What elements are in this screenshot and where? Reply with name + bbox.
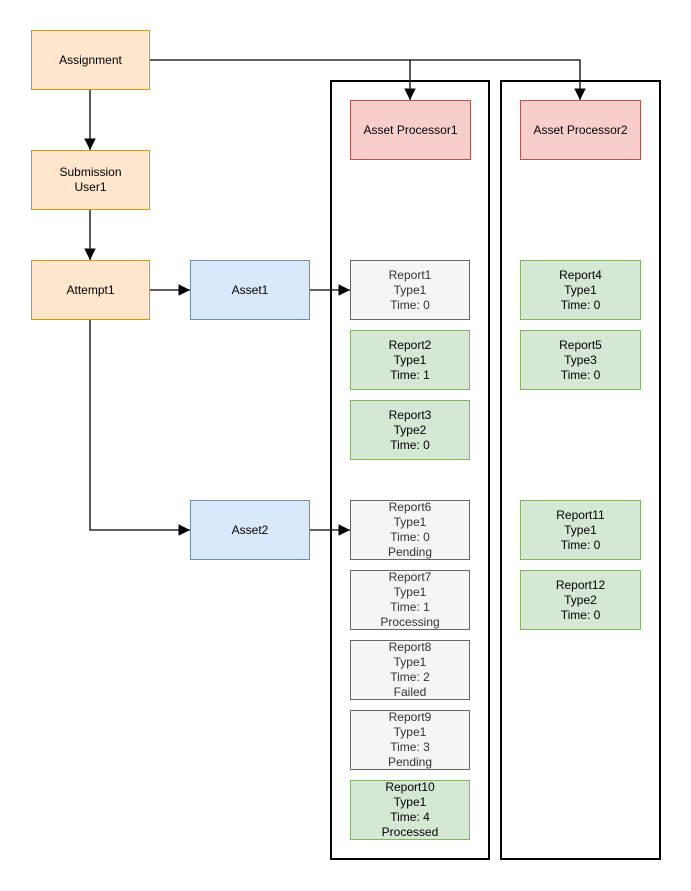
report-name: Report4 — [559, 267, 602, 282]
report-name: Report6 — [388, 500, 432, 514]
report-time: Time: 4 — [390, 810, 430, 824]
report-box-report5[interactable]: Report5 Type3 Time: 0 — [520, 330, 641, 390]
report-box-report2[interactable]: Report2 Type1 Time: 1 — [350, 330, 470, 390]
node-label: Attempt1 — [66, 282, 115, 297]
report-status: Processing — [380, 615, 440, 629]
report-status: Processed — [381, 825, 439, 839]
report-box-report4[interactable]: Report4 Type1 Time: 0 — [520, 260, 641, 320]
node-asset1[interactable]: Asset1 — [190, 260, 310, 320]
node-assignment[interactable]: Assignment — [31, 30, 150, 90]
report-type: Type1 — [393, 515, 427, 529]
processor2-lane-container[interactable] — [500, 80, 661, 860]
report-type: Type1 — [393, 585, 427, 599]
node-label: Asset2 — [231, 522, 269, 537]
report-type: Type3 — [564, 352, 597, 367]
report-time: Time: 0 — [390, 530, 430, 544]
report-name: Report9 — [388, 710, 432, 724]
report-time: Time: 0 — [560, 367, 601, 382]
report-time: Time: 3 — [390, 740, 430, 754]
report-box-report7[interactable]: Report7 Type1 Time: 1 Processing — [350, 570, 470, 630]
report-type: Type2 — [393, 422, 427, 437]
node-label-line2: User1 — [74, 180, 107, 194]
report-box-report11[interactable]: Report11 Type1 Time: 0 — [520, 500, 641, 560]
report-status: Pending — [387, 755, 433, 769]
report-type: Type2 — [564, 592, 597, 607]
report-time: Time: 0 — [560, 537, 601, 552]
edge-attempt1-asset2 — [89, 320, 190, 536]
report-name: Report11 — [556, 507, 605, 522]
report-type: Type1 — [393, 795, 427, 809]
report-status: Failed — [393, 685, 427, 699]
report-name: Report1 — [388, 267, 432, 282]
report-name: Report10 — [385, 780, 435, 794]
report-type: Type1 — [393, 352, 427, 367]
report-type: Type1 — [564, 282, 597, 297]
report-name: Report5 — [559, 337, 602, 352]
report-type: Type1 — [393, 655, 427, 669]
report-time: Time: 0 — [390, 297, 430, 312]
report-type: Type1 — [393, 725, 427, 739]
node-label: Asset1 — [231, 282, 269, 297]
report-box-report1[interactable]: Report1 Type1 Time: 0 — [350, 260, 470, 320]
report-time: Time: 0 — [390, 437, 430, 452]
node-label-line1: Submission — [59, 165, 122, 179]
report-status: Pending — [387, 545, 433, 559]
report-box-report9[interactable]: Report9 Type1 Time: 3 Pending — [350, 710, 470, 770]
report-name: Report7 — [388, 570, 432, 584]
report-type: Type1 — [393, 282, 427, 297]
report-time: Time: 0 — [560, 297, 601, 312]
report-time: Time: 1 — [390, 600, 430, 614]
report-name: Report2 — [388, 337, 432, 352]
report-box-report12[interactable]: Report12 Type2 Time: 0 — [520, 570, 641, 630]
node-attempt1[interactable]: Attempt1 — [31, 260, 150, 320]
report-name: Report3 — [388, 407, 432, 422]
report-box-report10[interactable]: Report10 Type1 Time: 4 Processed — [350, 780, 470, 840]
report-name: Report8 — [388, 640, 432, 654]
report-box-report3[interactable]: Report3 Type2 Time: 0 — [350, 400, 470, 460]
node-asset2[interactable]: Asset2 — [190, 500, 310, 560]
report-time: Time: 0 — [560, 607, 601, 622]
report-name: Report12 — [555, 577, 606, 592]
node-asset-processor2[interactable]: Asset Processor2 — [520, 100, 641, 160]
node-label: Asset Processor2 — [533, 122, 628, 137]
node-submission-user1[interactable]: Submission User1 — [31, 150, 150, 210]
node-asset-processor1[interactable]: Asset Processor1 — [350, 100, 471, 160]
node-label: Asset Processor1 — [363, 122, 458, 137]
report-type: Type1 — [564, 522, 597, 537]
report-box-report8[interactable]: Report8 Type1 Time: 2 Failed — [350, 640, 470, 700]
report-time: Time: 2 — [390, 670, 430, 684]
node-label: Assignment — [59, 52, 122, 67]
report-time: Time: 1 — [390, 367, 430, 382]
report-box-report6[interactable]: Report6 Type1 Time: 0 Pending — [350, 500, 470, 560]
